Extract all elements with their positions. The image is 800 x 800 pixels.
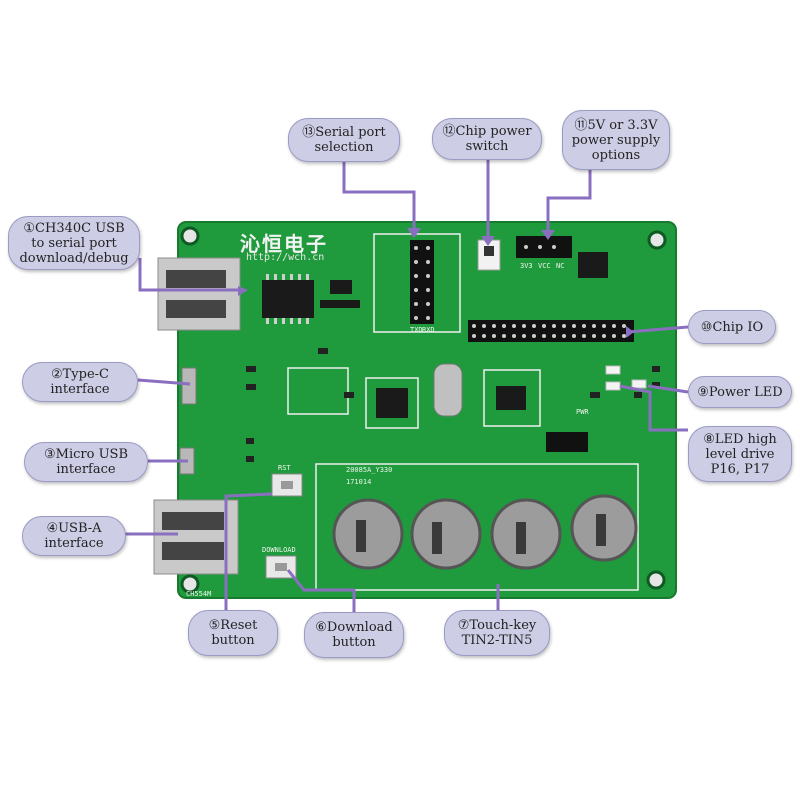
header-pin [472,324,476,328]
callout-type-c: ②Type-C interface [22,362,138,402]
voltage-regulator [578,252,608,278]
aux-header [546,432,588,452]
callout-supply: ⑪5V or 3.3V power supply options [562,110,670,170]
crystal [433,363,463,417]
silk-3v3: 3V3 [520,262,533,270]
header-pin [502,334,506,338]
callout-usb-a: ④USB-A interface [22,516,126,556]
mounting-hole [646,570,666,590]
touch-key-pads [332,494,638,570]
silk-download: DOWNLOAD [262,546,296,554]
header-pin [542,324,546,328]
mounting-hole [180,574,200,594]
supply-jumper [516,236,572,258]
callout-led: ⑧LED high level drive P16, P17 [688,426,792,482]
callout-download: ⑥Download button [304,612,404,658]
header-pin [562,324,566,328]
callout-power-led: ⑨Power LED [688,376,792,408]
header-pin [512,334,516,338]
callout-chip-switch: ⑫Chip power switch [432,118,542,160]
header-pin [482,334,486,338]
pcb-brand: 沁恒电子 [240,232,328,256]
mounting-hole [647,230,667,250]
header-pin [582,324,586,328]
led-p16 [605,365,621,375]
header-pin [512,324,516,328]
header-pin [622,334,626,338]
header-pin [542,334,546,338]
header-pin [552,334,556,338]
header-pin [582,334,586,338]
header-pin [602,324,606,328]
callout-serial-select: ⑬Serial port selection [288,118,400,162]
header-pin [522,324,526,328]
header-pin [572,334,576,338]
header-pin [592,334,596,338]
header-pin [472,334,476,338]
header-pin [612,324,616,328]
callout-reset: ⑤Reset button [188,610,278,656]
silk-rst: RST [278,464,291,472]
silk-model: CH554M [186,590,212,598]
header-pin [602,334,606,338]
callout-micro-usb: ③Micro USB interface [24,442,148,482]
touch-key-area [315,463,639,591]
silk-rxd: RXD [422,326,435,334]
chip-io-header [468,320,634,342]
header-pin [532,334,536,338]
header-pin [592,324,596,328]
silk-vcc: VCC [538,262,551,270]
pcb-url: http://wch.cn [246,252,325,263]
usb-a-connector-top [157,257,241,331]
header-pin [572,324,576,328]
silk-pwr: PWR [576,408,589,416]
header-pin [552,324,556,328]
header-pin [622,324,626,328]
header-pin [562,334,566,338]
header-pin [492,334,496,338]
silk-nc: NC [556,262,565,270]
silk-txd: TXD [410,326,423,334]
callout-touch-key: ⑦Touch-key TIN2-TIN5 [444,610,550,656]
led-p17 [605,381,621,391]
serial-select-jumpers [373,233,461,333]
type-c-port [181,367,197,405]
header-pin [532,324,536,328]
header-pin [502,324,506,328]
mcu-chip [365,377,419,429]
leader-lines [124,160,689,612]
mounting-hole [180,226,200,246]
header-pin [482,324,486,328]
power-led [631,379,647,389]
header-pin [492,324,496,328]
header-pin [612,334,616,338]
pcb-date: 171014 [346,478,372,486]
callout-chip-io: ⑩Chip IO [688,310,776,344]
ch340c-chip [262,280,314,318]
header-pin [522,334,526,338]
pcb-model: 20085A_Y330 [346,466,393,474]
callout-ch340c: ①CH340C USB to serial port download/debu… [8,216,140,270]
usb-a-connector-bottom [153,499,239,575]
